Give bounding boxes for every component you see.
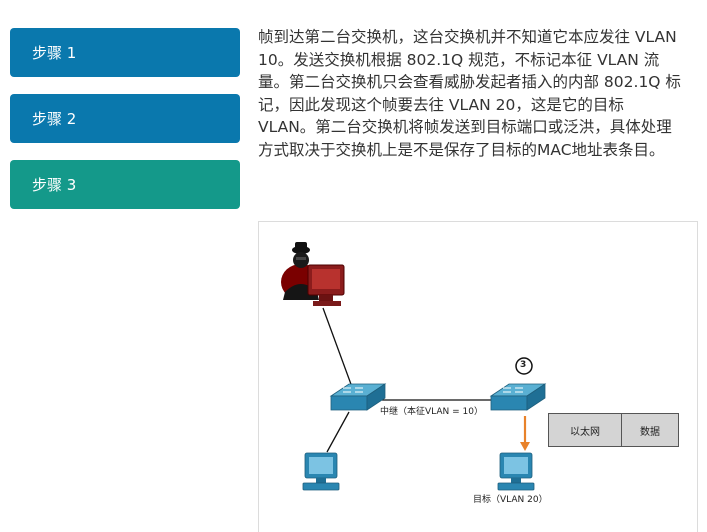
step-3-marker [515, 357, 533, 375]
host-link [326, 411, 350, 453]
step-marker-number: 3 [520, 360, 527, 370]
step-1-button[interactable]: 步骤 1 [10, 28, 240, 77]
step-2-button[interactable]: 步骤 2 [10, 94, 240, 143]
frame-data-field: 数据 [621, 413, 679, 447]
frame-ethernet-label: 以太网 [570, 426, 600, 438]
frame-data-label: 数据 [640, 426, 660, 438]
switch-2-icon [489, 383, 547, 411]
target-label: 目标（VLAN 20） [473, 495, 548, 505]
step-3-button[interactable]: 步骤 3 [10, 160, 240, 209]
frame-ethernet-field: 以太网 [548, 413, 622, 447]
diagram-canvas [281, 242, 547, 491]
attacker-icon [281, 242, 345, 306]
host-pc-icon [302, 452, 340, 491]
trunk-label: 中继（本征VLAN = 10） [380, 407, 483, 417]
frame-direction-arrow [520, 416, 530, 451]
step-1-label: 步骤 1 [32, 44, 77, 62]
step-3-label: 步骤 3 [32, 176, 77, 194]
switch-1-icon [329, 383, 387, 411]
vlan-hopping-diagram: 3 中继（本征VLAN = 10） 目标（VLAN 20） 以太网 数据 [258, 221, 698, 532]
step-2-label: 步骤 2 [32, 110, 77, 128]
step-description: 帧到达第二台交换机，这台交换机并不知道它本应发往 VLAN 10。发送交换机根据… [258, 28, 681, 159]
target-pc-icon [497, 452, 535, 491]
attacker-link [322, 307, 353, 388]
